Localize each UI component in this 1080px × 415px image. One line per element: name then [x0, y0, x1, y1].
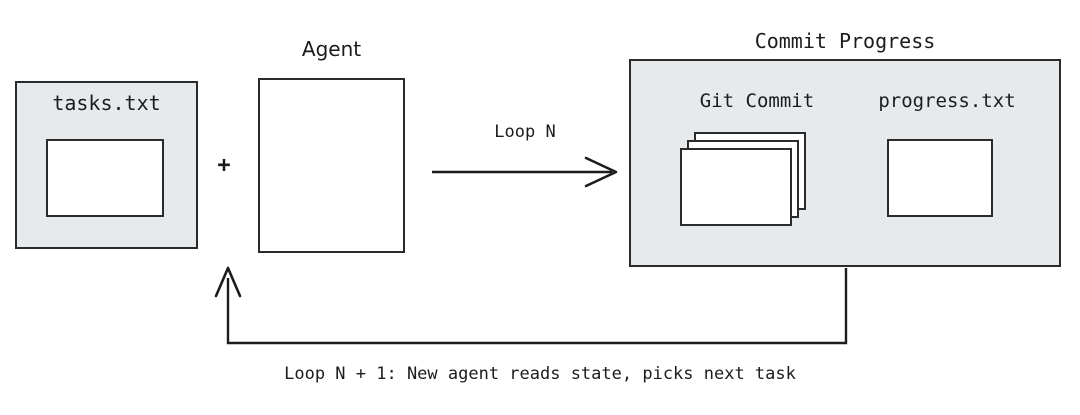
git-commit-label: Git Commit	[699, 90, 815, 112]
progress-file-label: progress.txt	[878, 90, 1016, 112]
commit-progress-title: Commit Progress	[754, 29, 936, 53]
tasks-file-label: tasks.txt	[52, 91, 161, 115]
feedback-arrow	[214, 266, 848, 345]
plus-operator: +	[217, 153, 231, 178]
tasks-file-document-icon	[46, 139, 164, 217]
git-commit-card-front	[680, 148, 792, 226]
progress-file-document-icon	[887, 139, 993, 217]
agent-node-label: Agent	[301, 37, 362, 61]
feedback-caption: Loop N + 1: New agent reads state, picks…	[284, 364, 796, 384]
forward-arrow-label: Loop N	[494, 122, 556, 142]
agent-node-box	[258, 78, 405, 253]
forward-arrow	[432, 156, 618, 188]
